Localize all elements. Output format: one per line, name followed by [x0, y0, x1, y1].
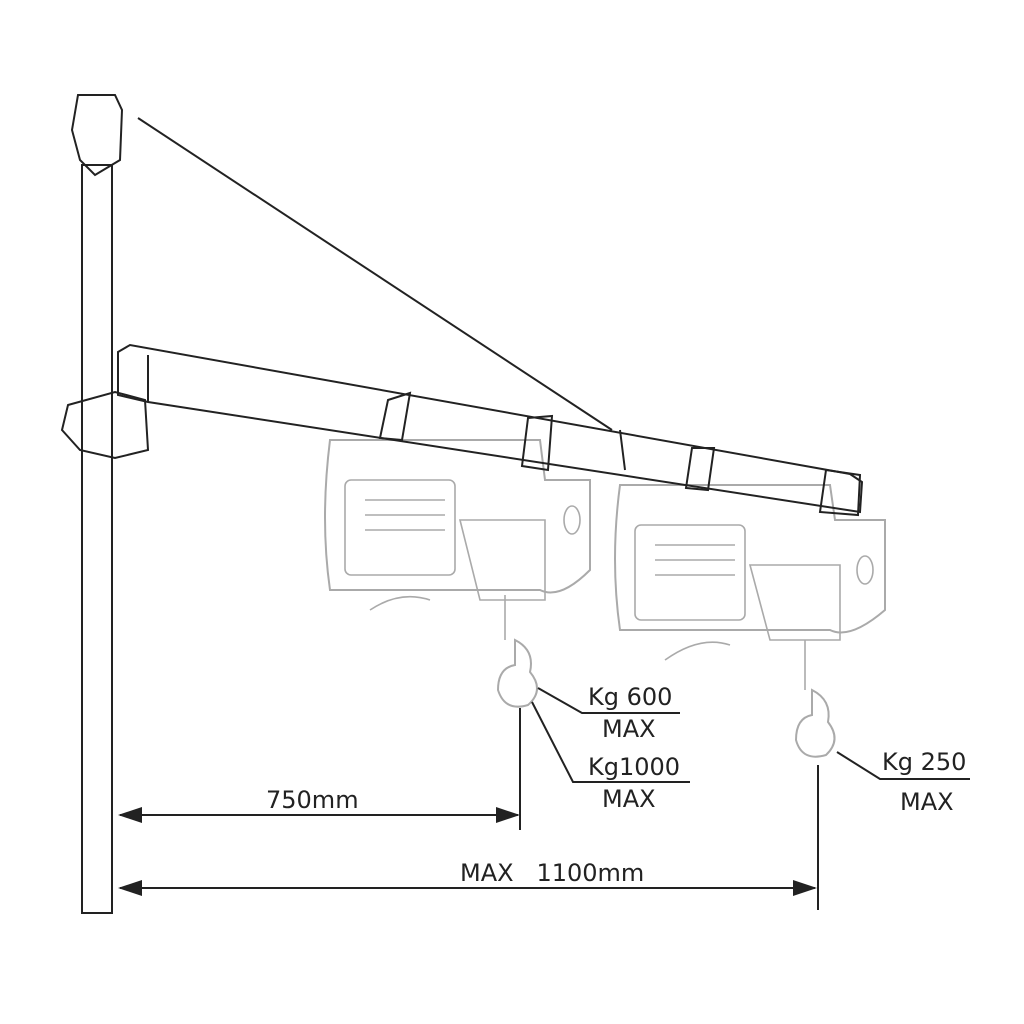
- dimension-750: [118, 708, 521, 830]
- hoist-motor-far: [614, 484, 886, 690]
- label-kg1000: Kg1000: [588, 753, 680, 781]
- label-kg1000-max: MAX: [602, 785, 656, 813]
- hoist-motor-near: [324, 439, 591, 640]
- leader-lines: [531, 687, 970, 783]
- label-750mm: 750mm: [266, 786, 359, 814]
- label-kg600: Kg 600: [588, 683, 672, 711]
- support-cable: [137, 117, 613, 431]
- label-kg250-max: MAX: [900, 788, 954, 816]
- label-max-1100mm: MAX 1100mm: [460, 859, 644, 887]
- hook-near: [496, 638, 538, 708]
- label-kg250: Kg 250: [882, 748, 966, 776]
- boom-arm: [117, 343, 864, 517]
- label-kg600-max: MAX: [602, 715, 656, 743]
- hook-far: [794, 688, 836, 758]
- dimension-1100: [118, 765, 819, 910]
- mast-pole: [60, 94, 150, 914]
